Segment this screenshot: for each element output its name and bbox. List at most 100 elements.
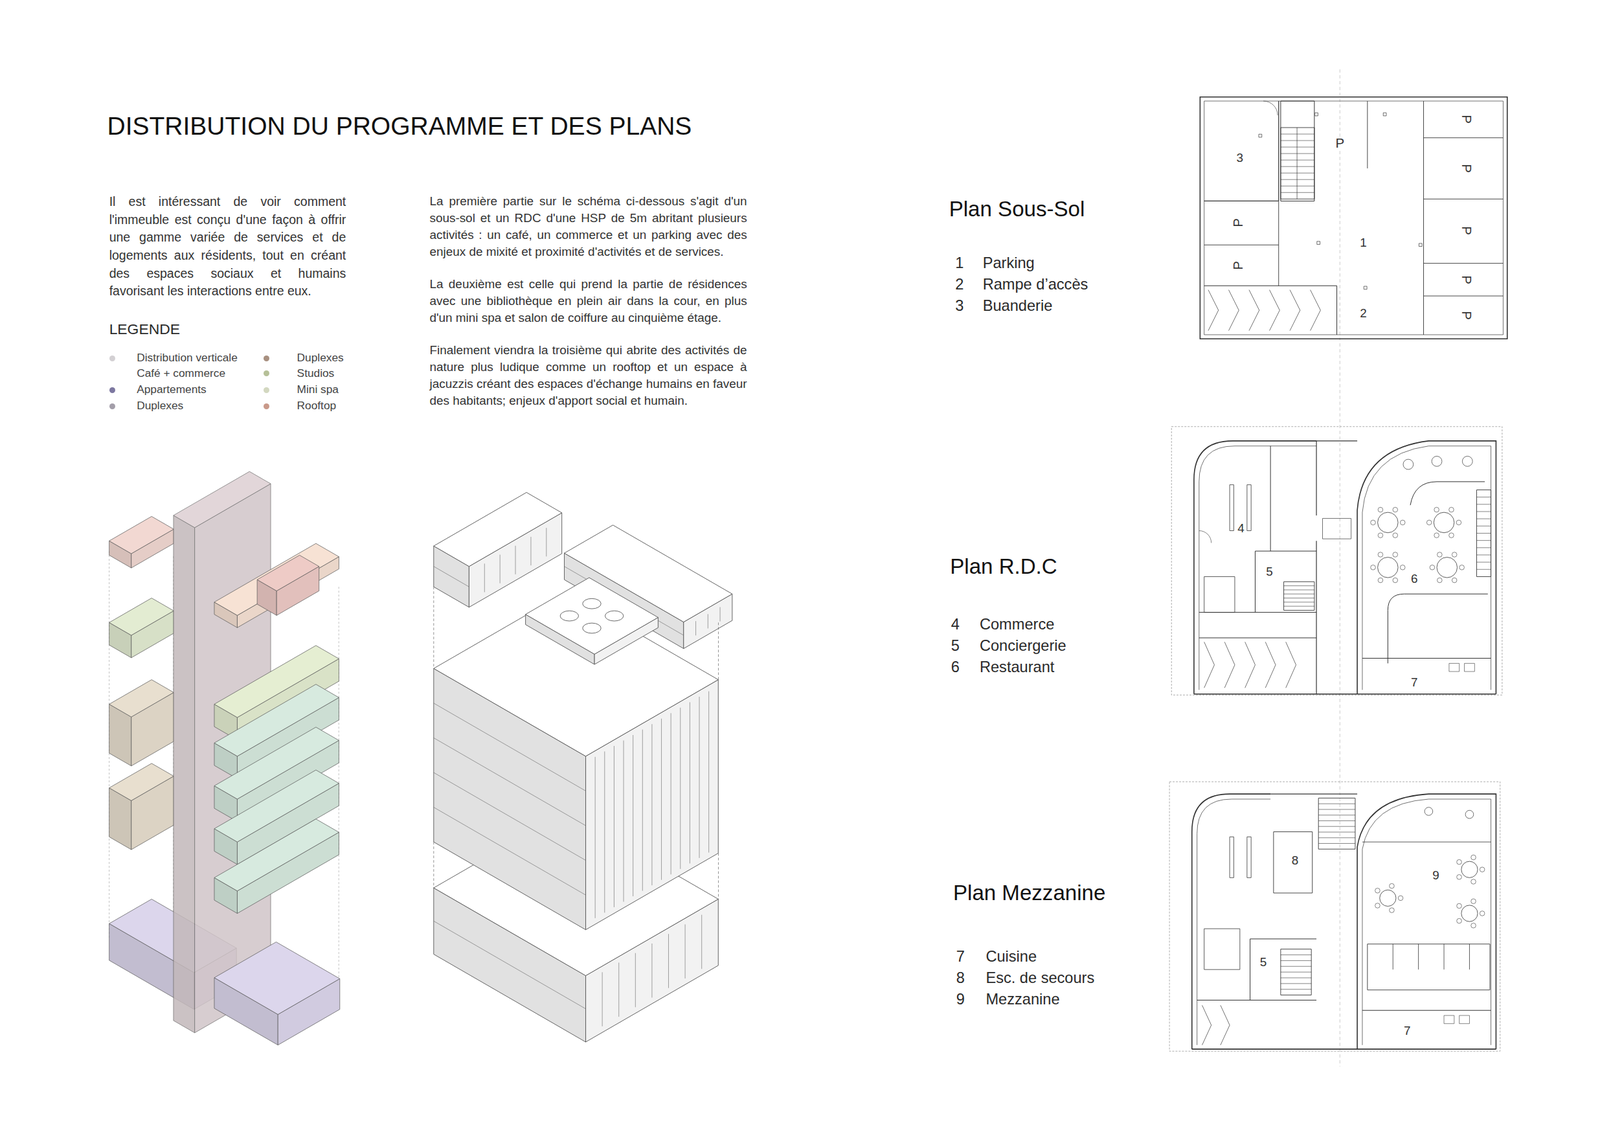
- room-number: 7: [1409, 676, 1420, 689]
- wall-line: [1469, 944, 1470, 970]
- parking-mark: P: [1459, 162, 1474, 175]
- chair-symbol: [1471, 854, 1477, 860]
- chair-symbol: [1471, 922, 1477, 928]
- stair-outline: [1476, 489, 1491, 577]
- parking-mark: P: [1333, 135, 1346, 150]
- room-number: 5: [1264, 565, 1275, 578]
- chair-symbol: [1479, 911, 1485, 917]
- jacuzzi-symbol: [604, 610, 623, 621]
- plan-rdc: [1171, 426, 1503, 695]
- wall-line: [1270, 446, 1272, 552]
- wall-line: [718, 622, 719, 680]
- volume-top: [214, 819, 339, 891]
- room-number: 9: [1430, 869, 1441, 882]
- stair-treads: [1280, 955, 1312, 990]
- wall-line: [1254, 551, 1317, 552]
- chair-symbol: [1434, 507, 1440, 513]
- wall-line: [1278, 200, 1279, 286]
- table-symbol: [1462, 455, 1473, 467]
- program-paragraph: Finalement viendra la troisième qui abri…: [429, 341, 747, 410]
- chair-symbol: [1451, 577, 1457, 583]
- wall-line: [1204, 200, 1279, 202]
- wall-line: [1315, 540, 1317, 694]
- iso-volume: [525, 577, 659, 665]
- volume-top: [109, 679, 175, 718]
- wall-line: [1423, 262, 1504, 264]
- room-number: 3: [1235, 152, 1246, 165]
- chair-symbol: [1377, 552, 1384, 558]
- legend-text: Café + commerce: [136, 367, 226, 381]
- plan-path: [1194, 440, 1317, 695]
- wall-line: [1194, 693, 1496, 695]
- wall-line: [1199, 637, 1317, 639]
- iso-volume: [214, 819, 339, 914]
- sink-symbol: [1443, 1015, 1455, 1024]
- wc-outline: [1204, 576, 1235, 612]
- shelf-symbol: [1229, 836, 1234, 878]
- plan-path: [1357, 793, 1496, 1049]
- chair-symbol: [1392, 552, 1398, 558]
- chair-symbol: [1377, 532, 1384, 539]
- site-outline: [1171, 426, 1503, 695]
- item-number: 1: [955, 254, 964, 272]
- stair-treads: [1284, 585, 1315, 607]
- item-name: Conciergerie: [979, 637, 1067, 655]
- jacuzzi-symbol: [582, 598, 601, 609]
- wall-line: [1336, 285, 1338, 335]
- item-name: Mezzanine: [985, 991, 1060, 1009]
- wall-line: [1339, 69, 1341, 1067]
- chair-symbol: [1397, 895, 1404, 901]
- room-number: 5: [1258, 956, 1269, 969]
- item-name: Cuisine: [985, 948, 1037, 967]
- wall-line: [1423, 101, 1424, 335]
- wall-line: [1204, 285, 1338, 287]
- table-symbol: [1403, 459, 1414, 470]
- chair-symbol: [1375, 903, 1381, 909]
- chair-symbol: [1456, 918, 1463, 924]
- wall-line: [1362, 841, 1492, 843]
- item-number: 7: [956, 948, 965, 967]
- wall-line: [433, 841, 434, 888]
- volume-top: [525, 577, 659, 654]
- item-name: Buanderie: [982, 297, 1053, 315]
- wall-line: [1362, 657, 1492, 659]
- parking-mark: P: [1459, 113, 1474, 126]
- chair-symbol: [1399, 519, 1406, 526]
- volume-top: [173, 471, 271, 528]
- item-name: Restaurant: [979, 658, 1055, 677]
- ramp-chevrons: [1202, 1004, 1231, 1045]
- jacuzzi-symbol: [560, 610, 579, 621]
- chair-symbol: [1451, 552, 1457, 558]
- legend-text: Mini spa: [297, 383, 339, 397]
- chair-symbol: [1437, 577, 1443, 583]
- item-number: 6: [951, 658, 960, 677]
- legend-swatch: [263, 387, 270, 394]
- item-number: 2: [955, 275, 964, 294]
- table-symbol: [1377, 556, 1399, 578]
- chair-symbol: [1392, 507, 1398, 513]
- plan-heading: Plan Mezzanine: [953, 880, 1106, 906]
- table-symbol: [1424, 807, 1433, 816]
- shelf-symbol: [1247, 484, 1251, 531]
- legend-swatch: [263, 403, 270, 410]
- chair-symbol: [1377, 577, 1384, 583]
- shelf-symbol: [1247, 836, 1251, 878]
- volume-top: [109, 598, 175, 636]
- volume-top: [257, 554, 320, 591]
- program-paragraph: La première partie sur le schéma ci-dess…: [429, 192, 747, 261]
- legend-heading: LEGENDE: [109, 320, 181, 338]
- shelf-symbol: [1229, 484, 1234, 531]
- chair-symbol: [1437, 552, 1443, 558]
- chair-symbol: [1449, 532, 1455, 539]
- legend-swatch: [109, 403, 116, 410]
- wall-line: [1315, 440, 1317, 516]
- table-symbol: [1461, 861, 1478, 878]
- jacuzzi-symbol: [582, 622, 601, 634]
- sink-symbol: [1459, 1015, 1470, 1024]
- door-arc: [1199, 530, 1212, 544]
- chair-symbol: [1479, 867, 1485, 873]
- legend-text: Distribution verticale: [136, 351, 238, 365]
- wall-line: [1278, 101, 1279, 201]
- volume-top: [109, 516, 175, 554]
- legend-swatch: [263, 355, 270, 362]
